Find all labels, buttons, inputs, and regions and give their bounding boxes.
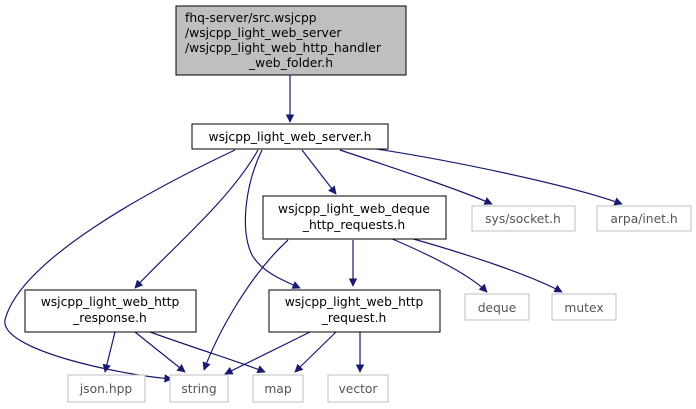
root-line-3: /wsjcpp_light_web_http_handler (185, 41, 382, 55)
edge-request-map (294, 331, 337, 373)
node-mutex-header[interactable]: mutex (551, 293, 617, 321)
node-root-file[interactable]: fhq-server/src.wsjcpp /wsjcpp_light_web_… (175, 5, 407, 76)
vector-label: vector (338, 382, 378, 396)
edge-server-request (244, 149, 301, 289)
node-vector-header[interactable]: vector (327, 374, 389, 403)
response-line-1: wsjcpp_light_web_http (41, 295, 180, 309)
root-line-1: fhq-server/src.wsjcpp (185, 11, 317, 25)
deque-req-line-1: wsjcpp_light_web_deque (278, 202, 430, 216)
edge-server-string (4, 149, 236, 383)
string-label: string (181, 382, 216, 396)
node-map-header[interactable]: map (252, 374, 304, 403)
map-label: map (264, 382, 292, 396)
inet-label: arpa/inet.h (610, 212, 677, 226)
root-line-4: _web_folder.h (248, 56, 333, 70)
node-light-web-server-header[interactable]: wsjcpp_light_web_server.h (191, 123, 389, 150)
server-label: wsjcpp_light_web_server.h (209, 130, 372, 144)
node-sys-socket-header[interactable]: sys/socket.h (471, 205, 576, 232)
edge-server-deque-req (301, 149, 337, 195)
edge-dequereq-string (202, 239, 289, 371)
node-deque-header[interactable]: deque (464, 293, 530, 321)
deque-label: deque (478, 301, 517, 315)
node-deque-http-requests-header[interactable]: wsjcpp_light_web_deque _http_requests.h (262, 195, 447, 240)
edge-response-json (102, 331, 116, 373)
node-arpa-inet-header[interactable]: arpa/inet.h (596, 205, 692, 232)
node-json-hpp-header[interactable]: json.hpp (67, 374, 146, 403)
edge-dequereq-mutex (409, 237, 563, 293)
response-line-2: _response.h (72, 311, 147, 325)
request-line-2: _request.h (321, 311, 387, 325)
edge-server-socket (339, 149, 493, 205)
json-label: json.hpp (79, 382, 133, 396)
edge-server-inet (369, 147, 623, 206)
edge-server-response (134, 149, 259, 289)
request-line-1: wsjcpp_light_web_http (285, 295, 424, 309)
edge-request-string (224, 331, 311, 375)
edge-dequereq-deque (389, 237, 488, 293)
mutex-label: mutex (564, 301, 603, 315)
node-string-header[interactable]: string (169, 374, 229, 403)
node-http-request-header[interactable]: wsjcpp_light_web_http _request.h (268, 289, 441, 333)
root-line-2: /wsjcpp_light_web_server (185, 26, 342, 40)
edge-response-map (149, 331, 266, 374)
deque-req-line-2: _http_requests.h (302, 218, 405, 232)
edge-response-string (134, 331, 186, 373)
node-http-response-header[interactable]: wsjcpp_light_web_http _response.h (24, 289, 197, 333)
dependency-edges (4, 75, 623, 383)
socket-label: sys/socket.h (485, 212, 561, 226)
